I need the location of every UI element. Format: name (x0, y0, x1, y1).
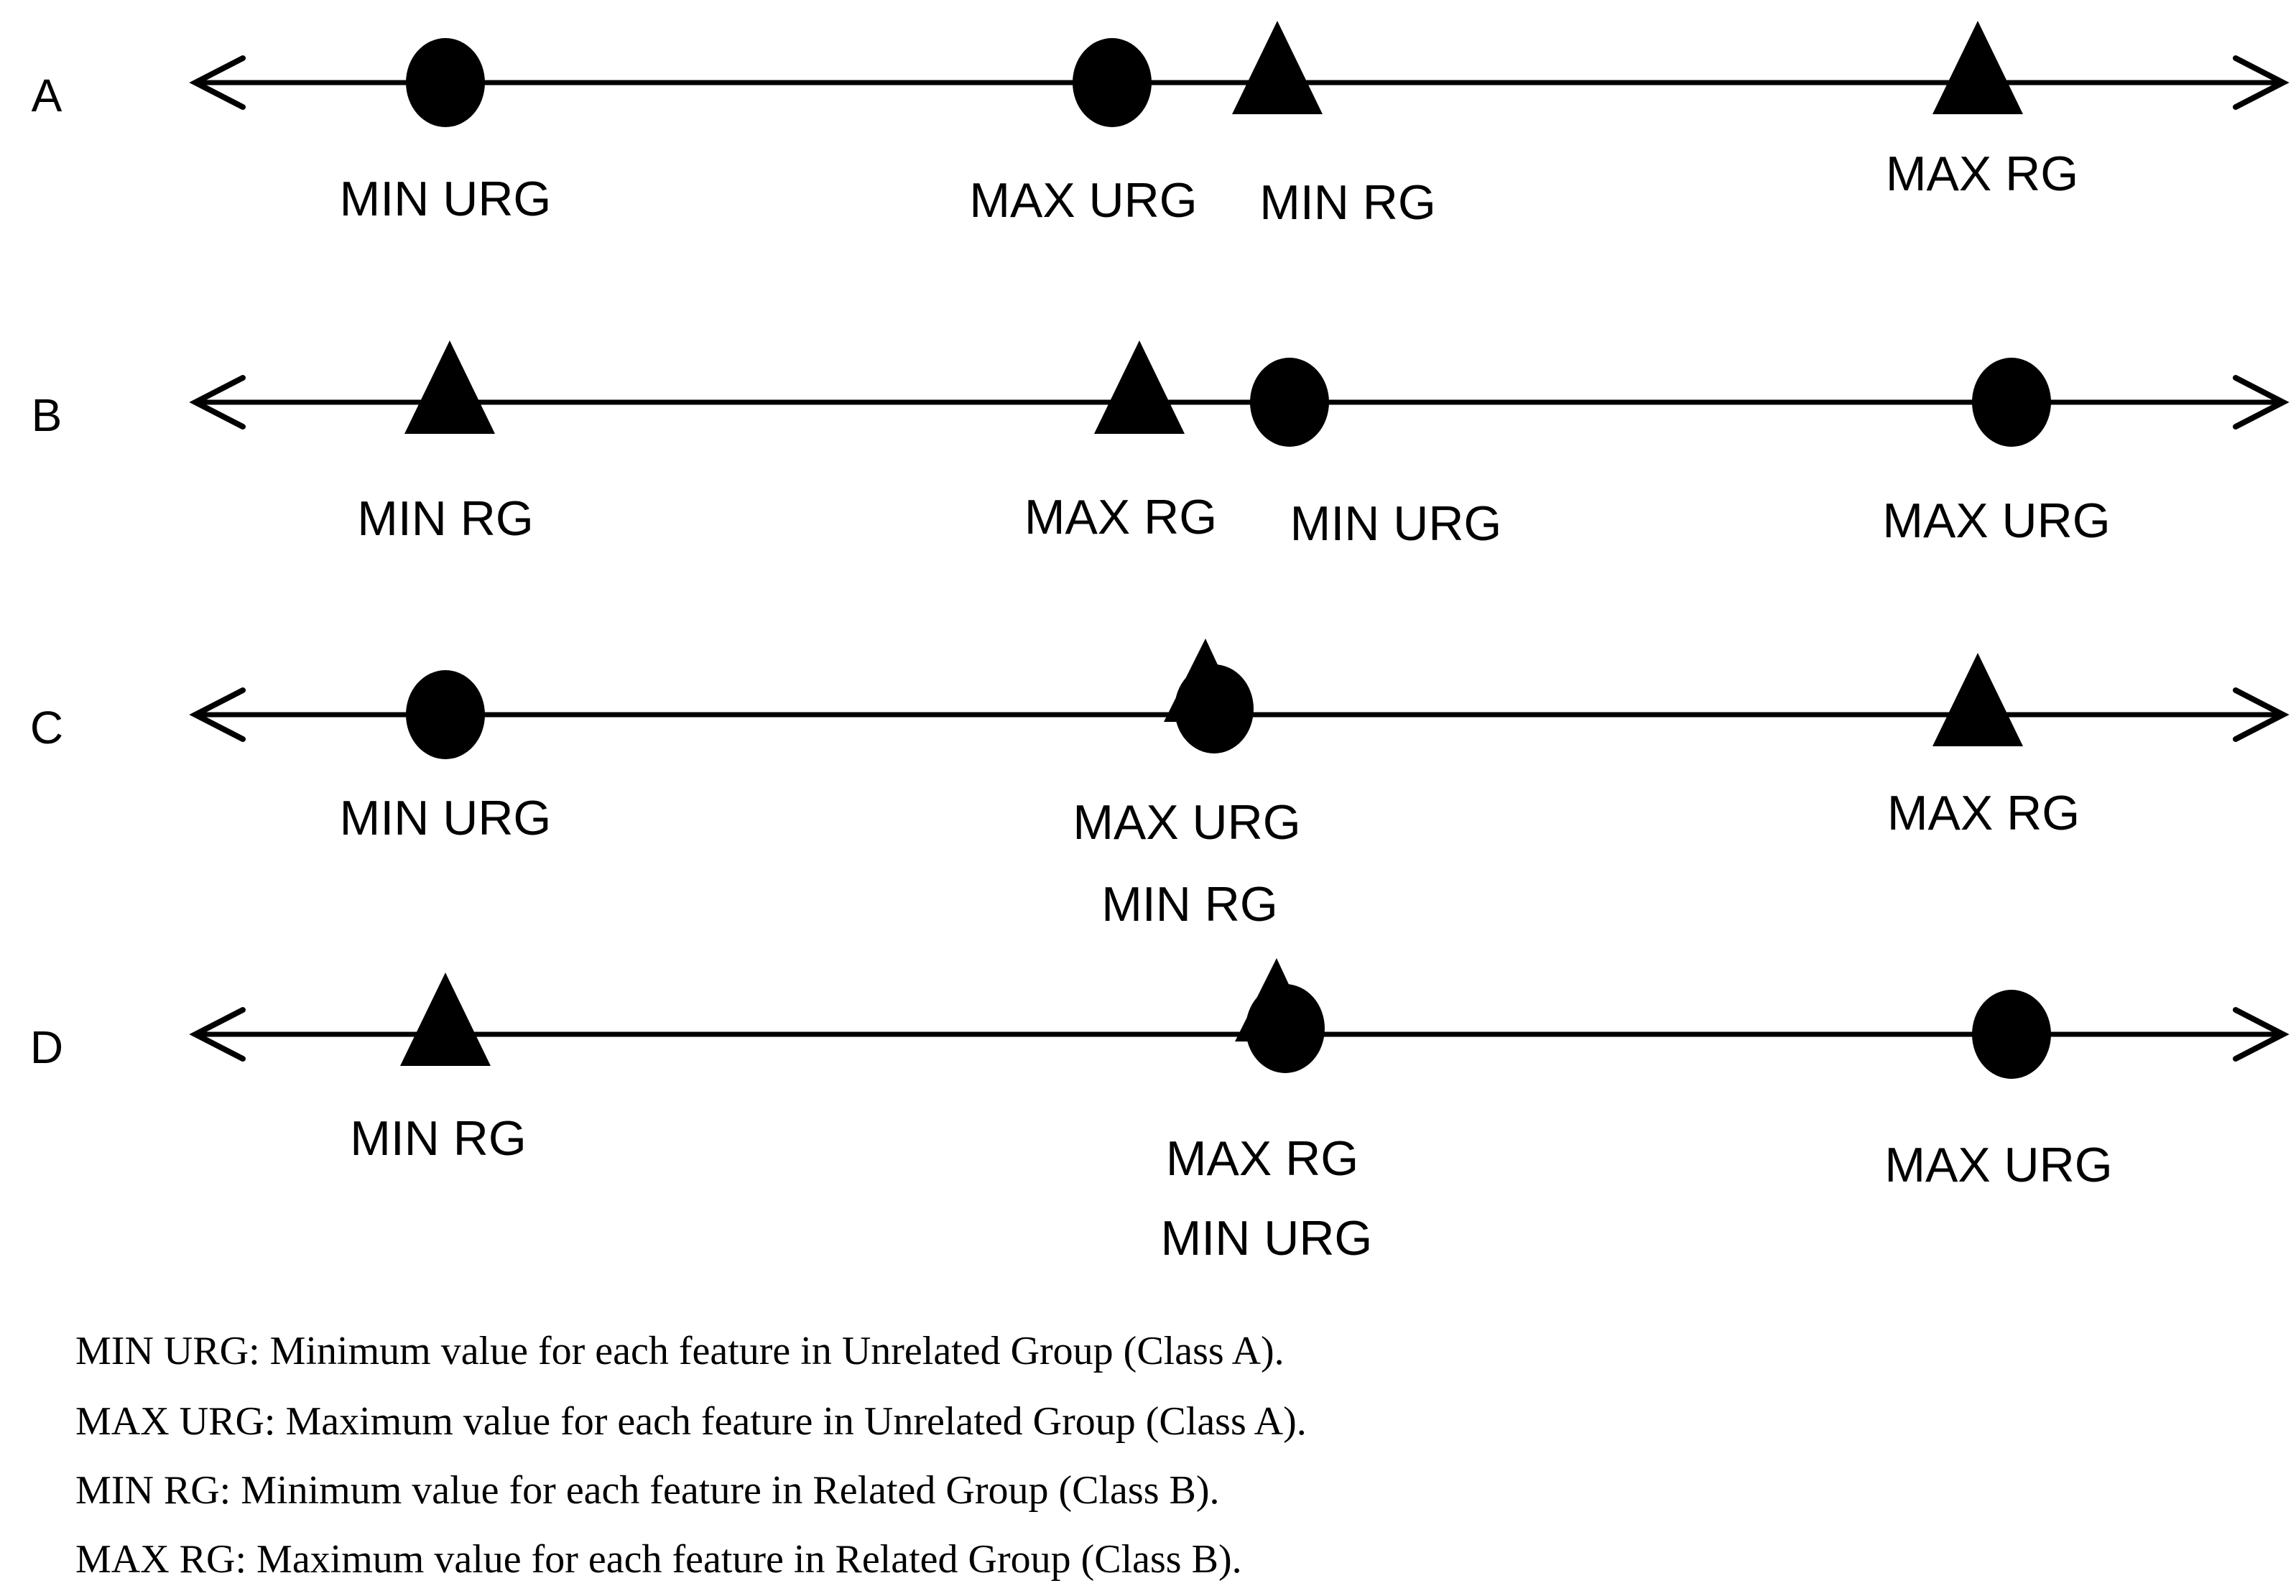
min-rg-marker (400, 973, 491, 1066)
left-arrowhead-icon (189, 687, 246, 742)
right-arrowhead-icon (2233, 687, 2290, 742)
row-A: A MIN URG MAX URG MIN RG MAX RG (32, 21, 2290, 230)
circle-part (1246, 984, 1325, 1073)
label-min-urg: MIN URG (340, 172, 552, 226)
right-arrowhead-icon (2233, 1007, 2290, 1062)
label-min-rg: MIN RG (1101, 877, 1278, 932)
label-max-urg: MAX URG (1884, 1138, 2112, 1192)
row-C: C MIN URG MAX URG MIN RG MAX RG (30, 639, 2290, 932)
label-min-rg: MIN RG (1259, 175, 1436, 230)
label-max-urg: MAX URG (1882, 493, 2110, 548)
left-arrowhead-icon (189, 1007, 246, 1062)
min-rg-marker (1232, 21, 1323, 114)
label-min-rg: MIN RG (357, 491, 534, 546)
max-urg-marker (1972, 990, 2051, 1079)
label-min-urg: MIN URG (340, 791, 552, 845)
min-rg-marker (404, 340, 495, 434)
min-urg-marker (1250, 358, 1329, 447)
label-max-rg: MAX RG (1887, 786, 2080, 840)
row-letter-A: A (32, 70, 63, 121)
row-letter-D: D (30, 1021, 63, 1073)
max-rg-min-urg-marker (1235, 958, 1325, 1073)
circle-part (1175, 664, 1254, 753)
label-min-urg: MIN URG (1290, 496, 1502, 551)
min-urg-marker (406, 670, 485, 759)
label-min-urg: MIN URG (1161, 1211, 1373, 1266)
right-arrowhead-icon (2233, 375, 2290, 430)
label-max-urg: MAX URG (1073, 795, 1300, 850)
label-max-urg: MAX URG (969, 173, 1197, 228)
max-urg-marker (1972, 358, 2051, 447)
label-max-rg: MAX RG (1024, 490, 1217, 544)
left-arrowhead-icon (189, 55, 246, 110)
max-urg-marker (1073, 38, 1152, 127)
right-arrowhead-icon (2233, 55, 2290, 110)
row-B: B MIN RG MAX RG MIN URG MAX URG (32, 340, 2290, 551)
label-max-rg: MAX RG (1886, 147, 2078, 201)
max-rg-marker (1932, 653, 2023, 746)
max-urg-min-rg-marker (1164, 639, 1254, 753)
min-urg-marker (406, 38, 485, 127)
max-rg-marker (1094, 340, 1185, 434)
row-D: D MIN RG MAX RG MIN URG MAX URG (30, 958, 2290, 1266)
row-letter-C: C (30, 702, 63, 753)
label-min-rg: MIN RG (350, 1111, 527, 1166)
left-arrowhead-icon (189, 375, 246, 430)
row-letter-B: B (32, 389, 63, 441)
max-rg-marker (1932, 21, 2023, 114)
label-max-rg: MAX RG (1166, 1131, 1358, 1186)
